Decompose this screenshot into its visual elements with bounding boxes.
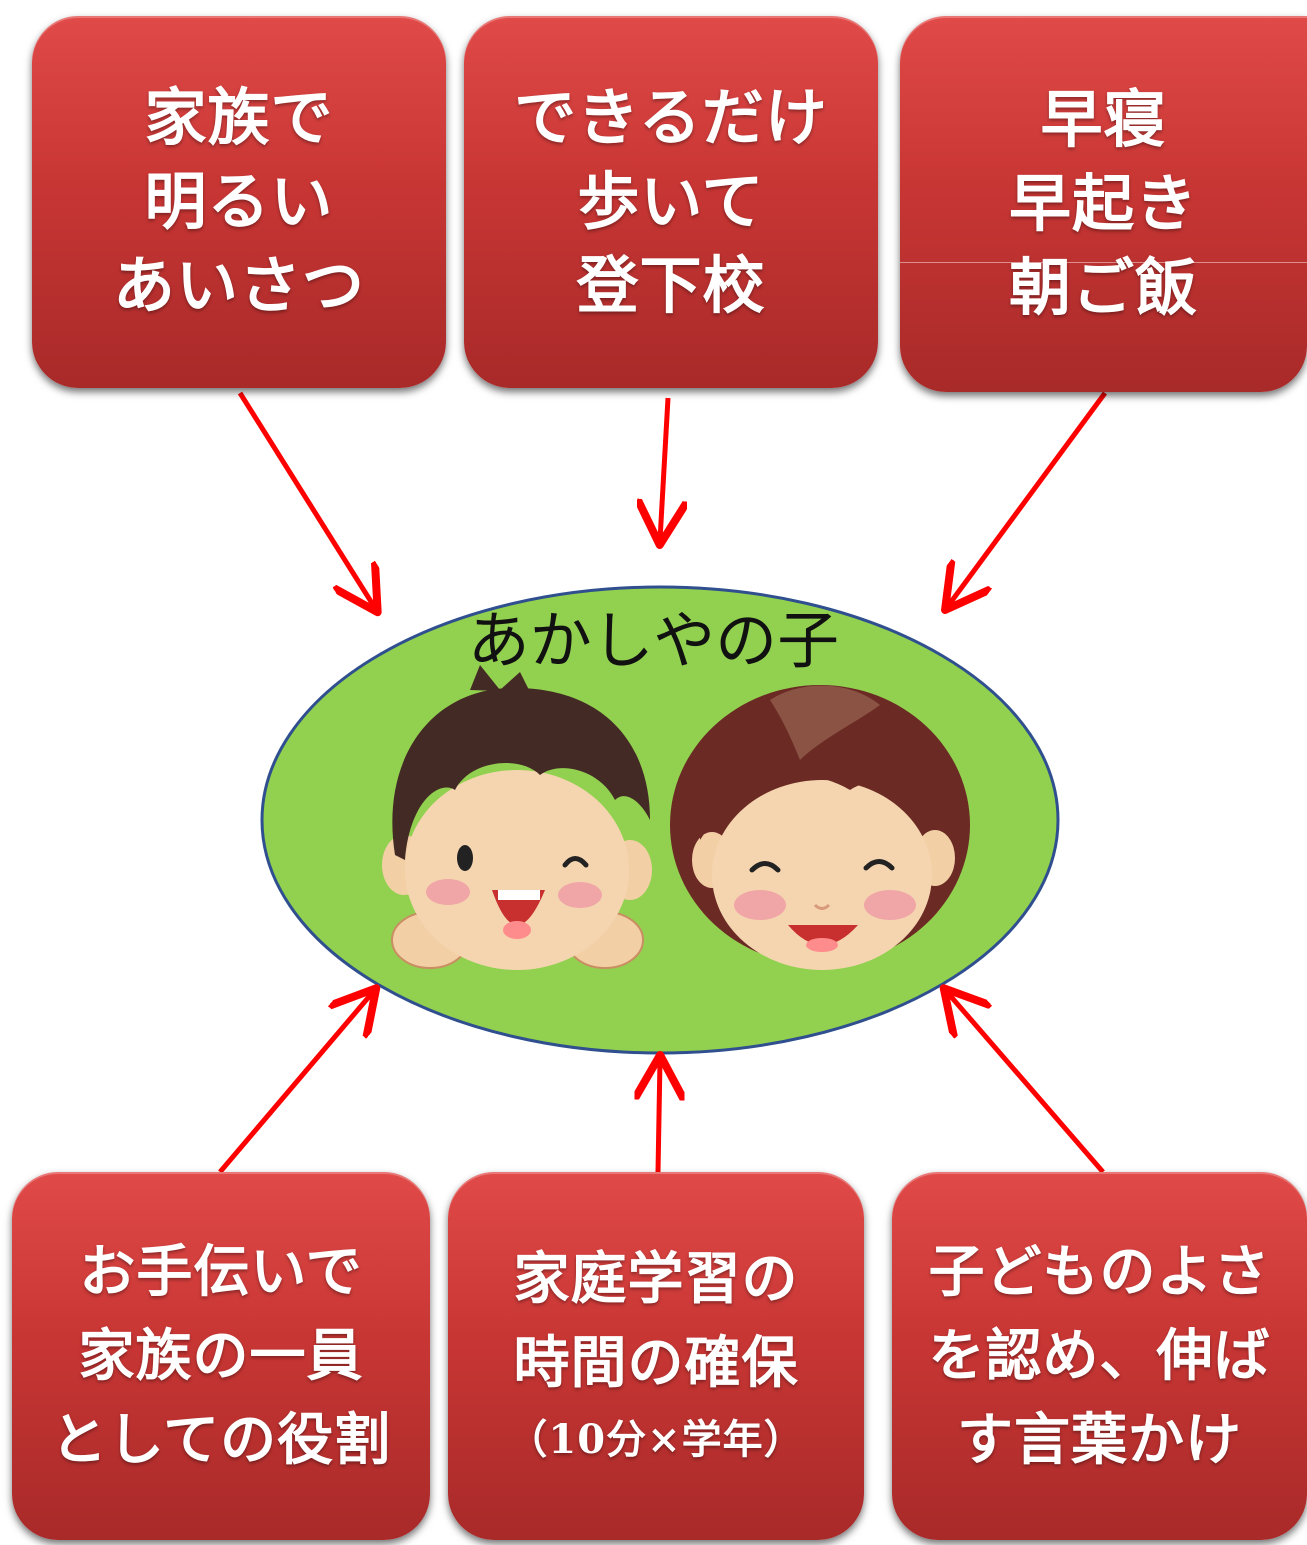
box-line: 家族で [144,81,334,154]
box-chores: お手伝いで 家族の一員 としての役割 [12,1172,430,1540]
arrow-bottom-right [947,992,1105,1174]
box-line: 早起き [1008,167,1198,240]
box-line: としての役割 [50,1407,392,1473]
arrow-top-left [237,391,375,608]
box-line: す言葉かけ [957,1407,1242,1473]
box-line: 時間の確保 [513,1330,799,1396]
box-early-sleep: 早寝 早起き 朝ご飯 [900,16,1307,392]
box-home-study: 家庭学習の 時間の確保 （10分×学年） [448,1172,864,1540]
box-line: できるだけ [514,81,828,154]
box-line: を認め、伸ば [928,1323,1271,1389]
box-line: 早寝 [1040,83,1167,156]
box-line: 子どものよさ [928,1239,1271,1305]
arrow-top-center [660,397,668,540]
arrow-bottom-center [658,1060,660,1173]
box-line: 朝ご飯 [1008,251,1198,324]
boy-face-icon [382,665,652,970]
box-line: お手伝いで [79,1239,363,1305]
box-line: 家庭学習の [513,1246,799,1312]
box-line: 家族の一員 [78,1323,364,1389]
box-line: （10分×学年） [507,1416,805,1463]
center-label: あかしやの子 [467,604,840,677]
box-praise-words: 子どものよさ を認め、伸ば す言葉かけ [892,1172,1307,1540]
box-line: 歩いて [577,165,765,238]
box-line: 登下校 [576,249,766,322]
girl-face-icon [670,685,970,970]
arrow-bottom-left [218,992,373,1174]
box-line: あいさつ [112,249,365,322]
arrow-top-right [948,391,1108,606]
box-line: 明るい [144,165,334,238]
box-walk-to-school: できるだけ 歩いて 登下校 [464,16,878,388]
box-greeting: 家族で 明るい あいさつ [32,16,446,388]
divider [900,262,1307,263]
